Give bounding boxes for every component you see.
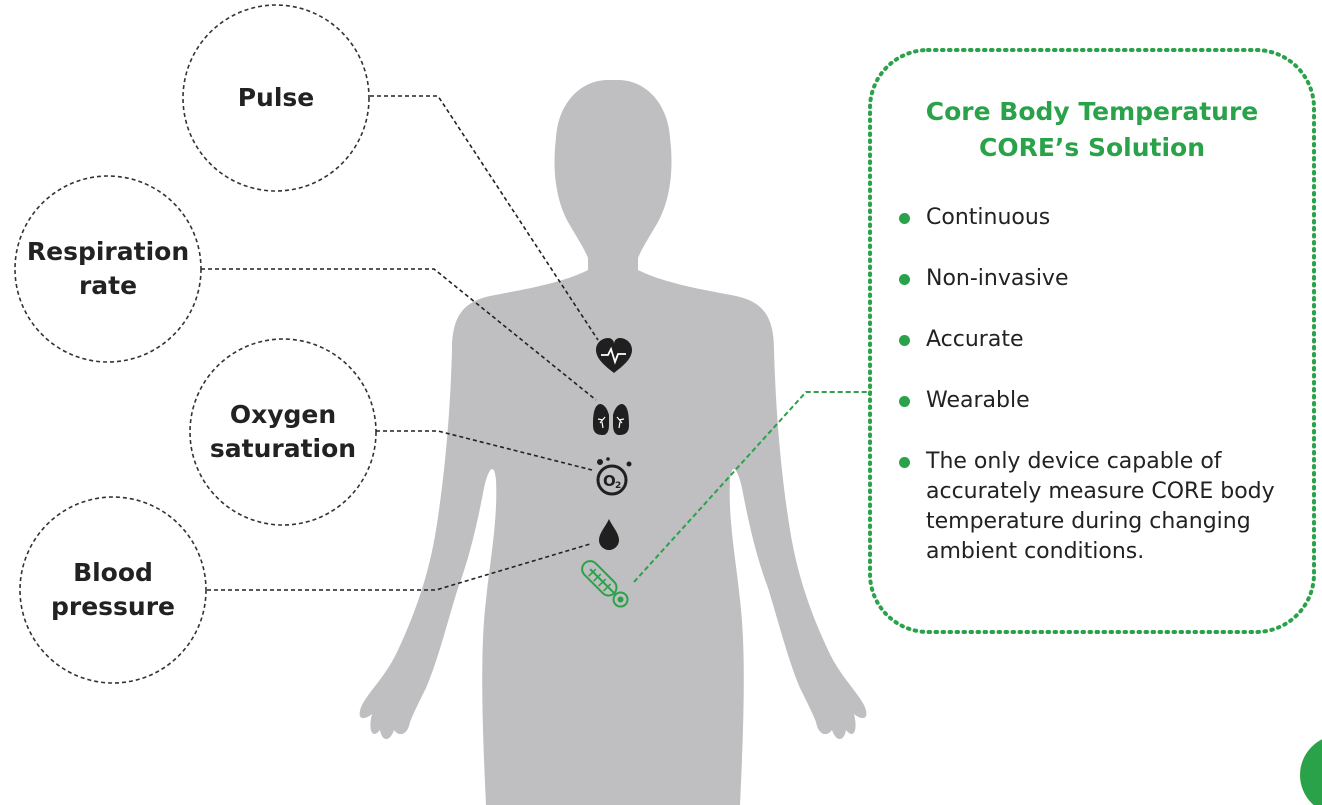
bullet-item: The only device capable of accurately me… <box>868 447 1308 567</box>
connector-pulse <box>370 95 599 341</box>
connector-core-temperature <box>633 391 872 583</box>
bullet-text: Non-invasive <box>926 266 1069 291</box>
label-respiration-rate: Respiration rate <box>26 237 190 300</box>
label-oxygen-saturation: Oxygen saturation <box>209 400 357 463</box>
circle-oxygen <box>189 338 377 526</box>
circle-pulse <box>182 4 370 192</box>
bullet-item: Wearable <box>868 386 1308 416</box>
solution-panel-border <box>868 48 1316 634</box>
bullet-text: The only device capable of accurately me… <box>926 449 1275 564</box>
bullet-text: Continuous <box>926 205 1051 230</box>
bullet-dot <box>899 274 910 285</box>
connector-respiration <box>201 268 597 401</box>
bullet-dot <box>899 396 910 407</box>
body-silhouette <box>359 80 867 805</box>
connector-blood-pressure <box>207 543 591 591</box>
corner-badge <box>1300 735 1322 805</box>
o2-icon: O 2 <box>596 457 632 496</box>
bullet-text: Wearable <box>926 388 1030 413</box>
bullet-dot <box>899 335 910 346</box>
bullet-item: Non-invasive <box>868 264 1308 294</box>
label-pulse: Pulse <box>237 83 315 112</box>
svg-text:O: O <box>603 472 616 490</box>
solution-bullet-list: Continuous Non-invasive Accurate Wearabl… <box>868 203 1308 598</box>
heart-pulse-icon <box>596 338 632 373</box>
solution-panel: Core Body Temperature CORE’s Solution Co… <box>868 48 1316 632</box>
blood-drop-icon <box>599 519 619 550</box>
solution-title: Core Body Temperature CORE’s Solution <box>868 94 1316 166</box>
bullet-item: Continuous <box>868 203 1308 233</box>
label-blood-pressure: Blood pressure <box>50 558 176 621</box>
svg-text:2: 2 <box>615 481 621 491</box>
bullet-text: Accurate <box>926 327 1024 352</box>
lungs-icon <box>593 401 629 435</box>
solution-title-line2: CORE’s Solution <box>978 133 1206 162</box>
solution-title-line1: Core Body Temperature <box>925 97 1259 126</box>
bullet-dot <box>899 213 910 224</box>
bullet-dot <box>899 457 910 468</box>
circle-blood-pressure <box>19 496 207 684</box>
thermometer-icon <box>581 560 629 608</box>
bullet-item: Accurate <box>868 325 1308 355</box>
